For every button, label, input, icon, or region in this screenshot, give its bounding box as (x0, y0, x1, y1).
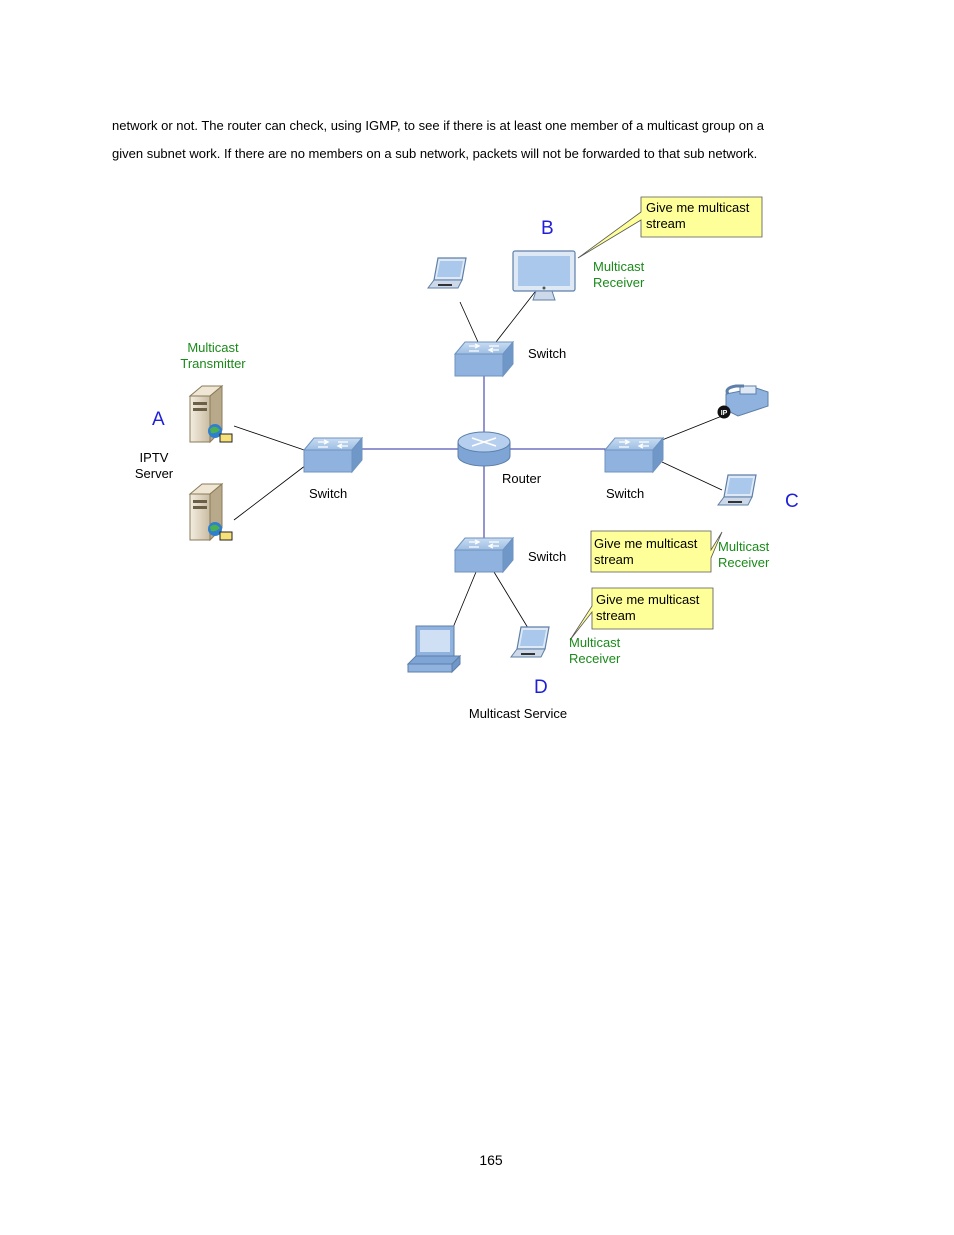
router-label: Router (502, 471, 542, 486)
receiver-d-label: Multicast Receiver (569, 635, 620, 667)
iptv-server-label-line-2: Server (134, 466, 174, 481)
desktop-d-icon (406, 625, 462, 674)
callout-c-shape (590, 530, 723, 573)
router-icon (457, 431, 511, 467)
letter-c: C (785, 491, 799, 512)
paragraph-line-2: given subnet work. If there are no membe… (112, 146, 758, 161)
server-2-icon (189, 483, 233, 541)
transmitter-line-1: Multicast (187, 340, 239, 355)
server-1-icon (189, 385, 233, 443)
callout-b-shape (577, 196, 763, 259)
receiver-b-line-2: Receiver (593, 275, 645, 290)
callout-c-line-1: Give me multicast (594, 536, 698, 551)
letter-b: B (541, 218, 554, 239)
callout-b-line-2: stream (646, 216, 686, 231)
multicast-network-diagram: IP B A C D Switch Switch Switch Switch R… (0, 180, 954, 740)
paragraph-line-1: network or not. The router can check, us… (112, 118, 765, 133)
ip-phone-icon: IP (717, 384, 769, 419)
callout-c-line-2: stream (594, 552, 634, 567)
callout-b: Give me multicast stream (641, 197, 754, 235)
callout-b-line-1: Give me multicast (646, 200, 750, 215)
switch-right-icon (604, 437, 664, 473)
receiver-b-line-1: Multicast (593, 259, 645, 274)
switch-bottom-icon (454, 537, 514, 573)
letter-d: D (534, 677, 548, 698)
receiver-b-label: Multicast Receiver (593, 259, 644, 291)
figure-caption: Multicast Service (468, 706, 568, 721)
laptop-c-icon (717, 474, 757, 506)
callout-d-line-2: stream (596, 608, 636, 623)
device-links (233, 291, 723, 631)
router-links (362, 376, 606, 540)
page-number: 165 (479, 1152, 503, 1168)
callout-d-line-1: Give me multicast (596, 592, 700, 607)
switch-right-label: Switch (606, 486, 645, 501)
iptv-server-label: IPTV Server (134, 450, 174, 482)
switch-left-icon (303, 437, 363, 473)
callout-d-shape (569, 587, 714, 641)
switch-top-icon (454, 341, 514, 377)
receiver-c-line-2: Receiver (718, 555, 770, 570)
letter-a: A (152, 409, 165, 430)
callout-d: Give me multicast stream (591, 589, 704, 627)
ip-badge-label: IP (721, 410, 728, 417)
laptop-top-icon (427, 257, 467, 289)
callout-c: Give me multicast stream (589, 533, 702, 571)
receiver-d-line-1: Multicast (569, 635, 621, 650)
multicast-transmitter-label: Multicast Transmitter (177, 340, 249, 372)
receiver-d-line-2: Receiver (569, 651, 621, 666)
body-paragraph: network or not. The router can check, us… (112, 112, 842, 168)
receiver-c-line-1: Multicast (718, 539, 770, 554)
diagram-graphics: IP (189, 196, 769, 674)
iptv-server-label-line-1: IPTV (139, 450, 169, 465)
laptop-d-icon (510, 626, 550, 658)
callout-shapes (569, 196, 763, 641)
transmitter-line-2: Transmitter (180, 356, 246, 371)
switch-bottom-label: Switch (528, 549, 567, 564)
receiver-c-label: Multicast Receiver (718, 539, 769, 571)
monitor-b-icon (512, 250, 576, 301)
switch-top-label: Switch (528, 346, 567, 361)
switch-left-label: Switch (309, 486, 348, 501)
